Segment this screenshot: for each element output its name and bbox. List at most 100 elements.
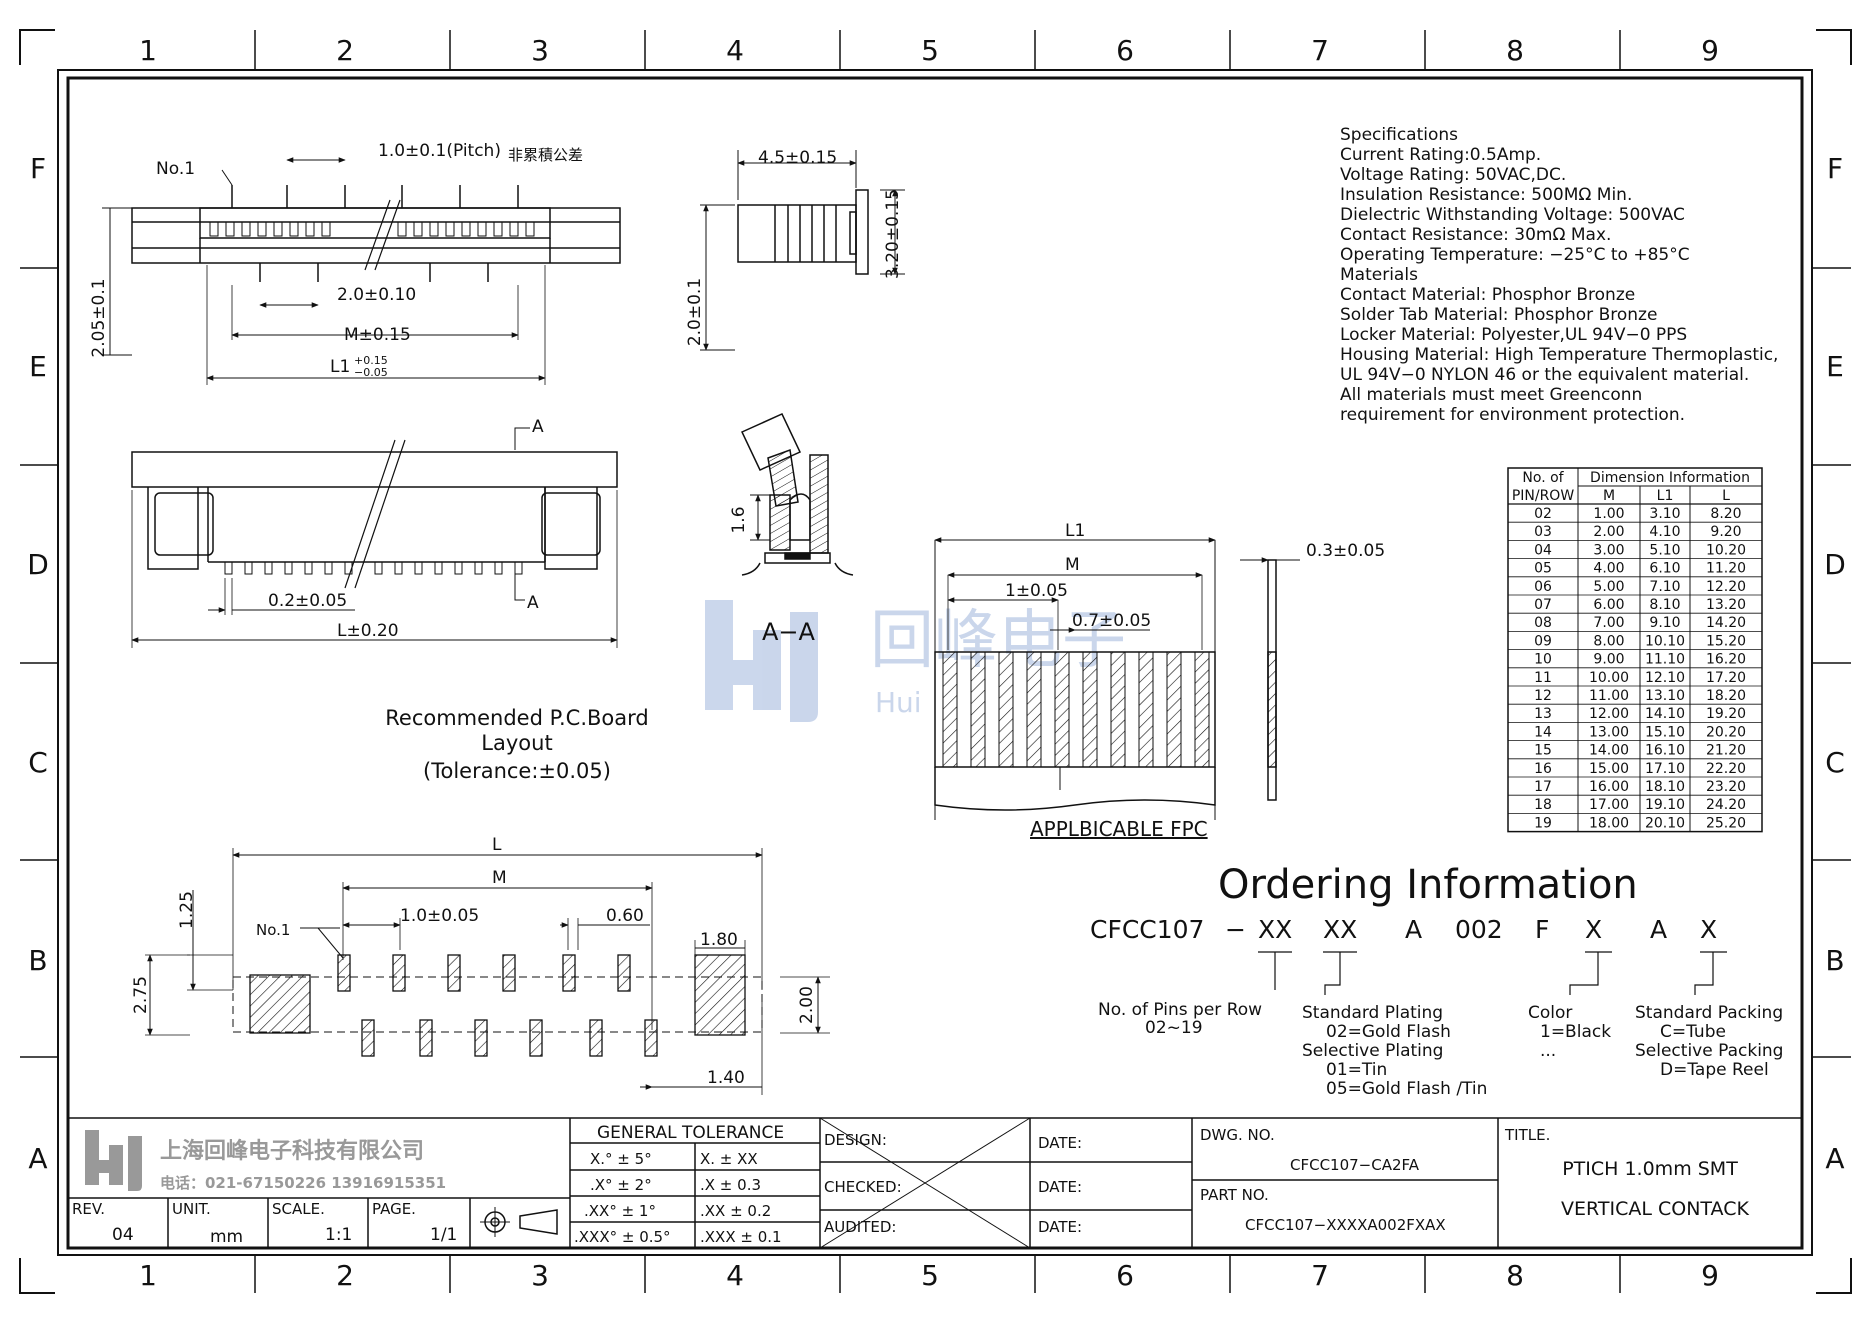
spec-line: Dielectric Withstanding Voltage: 500VAC <box>1340 205 1685 225</box>
table-header-pins: PIN/ROW <box>1512 488 1575 504</box>
pcb-pad-width: 0.60 <box>606 906 644 926</box>
pcb-h3: 2.00 <box>797 986 817 1024</box>
table-cell: 13.10 <box>1645 688 1685 704</box>
col-label: 7 <box>1311 34 1329 67</box>
table-cell: 10.10 <box>1645 633 1685 649</box>
col-label: 8 <box>1506 34 1524 67</box>
date-label: DATE: <box>1038 1218 1082 1236</box>
fpc-labels: L1 M 1±0.05 0.7±0.05 0.3±0.05 APPLBICABL… <box>1005 521 1385 841</box>
code-part: − <box>1225 915 1246 944</box>
company-name: 上海回峰电子科技有限公司 <box>160 1138 424 1164</box>
code-part: 002 <box>1455 915 1503 944</box>
table-cell: 17.00 <box>1589 797 1629 813</box>
ordering-legends: No. of Pins per Row 02~19 Standard Plati… <box>1098 1000 1783 1099</box>
col-label: 1 <box>139 1259 157 1292</box>
section-dim: 1.6 <box>729 506 749 533</box>
table-cell: 3.00 <box>1593 542 1624 558</box>
table-cell: 05 <box>1534 561 1552 577</box>
date-label: DATE: <box>1038 1178 1082 1196</box>
width-dim: 4.5±0.15 <box>758 148 837 168</box>
table-cell: 9.10 <box>1649 615 1680 631</box>
row-label: D <box>27 548 49 581</box>
fpc-thickness: 0.3±0.05 <box>1306 541 1385 561</box>
height-dim: 2.05±0.1 <box>89 278 109 357</box>
spec-line: Operating Temperature: −25°C to +85°C <box>1340 245 1690 265</box>
fpc-caption: APPLBICABLE FPC <box>1030 817 1208 841</box>
side-view <box>700 150 905 351</box>
fpc-view <box>934 537 1300 820</box>
table-cell: 17.20 <box>1706 670 1746 686</box>
tolerance-angle: .XXX° ± 0.5° <box>574 1228 671 1246</box>
col-label: 6 <box>1116 1259 1134 1292</box>
section-mark-a-bottom: A <box>527 593 539 613</box>
table-cell: 15.00 <box>1589 761 1629 777</box>
table-cell: 12.10 <box>1645 670 1685 686</box>
table-cell: 21.20 <box>1706 743 1746 759</box>
tolerance-angle: X.° ± 5° <box>590 1150 652 1168</box>
table-cell: 2.00 <box>1593 524 1624 540</box>
specifications: Specifications Current Rating:0.5Amp. Vo… <box>1340 125 1778 425</box>
table-cell: 23.20 <box>1706 779 1746 795</box>
table-cell: 04 <box>1534 542 1552 558</box>
row-label: E <box>1826 350 1844 383</box>
part-no-value: CFCC107−XXXXA002FXAX <box>1245 1216 1446 1234</box>
base-dim: 2.0±0.1 <box>685 278 705 346</box>
row-label: B <box>1825 944 1844 977</box>
table-cell: 8.10 <box>1649 597 1680 613</box>
watermark-logo <box>705 600 818 722</box>
code-part: X <box>1585 915 1602 944</box>
pins-legend: No. of Pins per Row <box>1098 1000 1262 1020</box>
company-logo: 上海回峰电子科技有限公司 电话：021-67150226 13916915351 <box>85 1130 446 1192</box>
pcb-layout <box>145 848 830 1095</box>
title-line: PTICH 1.0mm SMT <box>1562 1158 1738 1180</box>
pin-spacing-dim: 2.0±0.10 <box>337 285 416 305</box>
fpc-pitch: 1±0.05 <box>1005 581 1068 601</box>
table-cell: 20.20 <box>1706 724 1746 740</box>
packing-legend: Standard Packing <box>1635 1003 1783 1023</box>
plating-legend: Selective Plating <box>1302 1041 1443 1061</box>
code-part: A <box>1650 915 1667 944</box>
table-cell: 25.20 <box>1706 815 1746 831</box>
plating-legend: 01=Tin <box>1326 1060 1387 1080</box>
unit-label: UNIT. <box>172 1200 211 1218</box>
table-cell: 16.00 <box>1589 779 1629 795</box>
table-cell: 15.20 <box>1706 633 1746 649</box>
col-label: 1 <box>139 34 157 67</box>
table-header-col: L1 <box>1657 488 1674 504</box>
pcb-title-line: Layout <box>481 731 552 755</box>
col-label: 3 <box>531 1259 549 1292</box>
table-cell: 17.10 <box>1645 761 1685 777</box>
table-cell: 12 <box>1534 688 1552 704</box>
table-cell: 11.00 <box>1589 688 1629 704</box>
title-line: VERTICAL CONTACK <box>1561 1198 1749 1220</box>
spec-line: Insulation Resistance: 500MΩ Min. <box>1340 185 1632 205</box>
table-header-col: M <box>1603 488 1615 504</box>
ordering-leaders <box>1258 951 1727 995</box>
table-cell: 3.10 <box>1649 506 1680 522</box>
inner-frame <box>66 76 1804 1250</box>
code-part: XX <box>1258 915 1292 944</box>
tolerance-linear: X. ± XX <box>700 1150 758 1168</box>
table-cell: 15 <box>1534 743 1552 759</box>
col-label: 8 <box>1506 1259 1524 1292</box>
row-label: B <box>28 944 47 977</box>
code-part: F <box>1535 915 1549 944</box>
row-labels-left: F E D C B A <box>27 152 49 1175</box>
table-cell: 17 <box>1534 779 1552 795</box>
spec-line: Voltage Rating: 50VAC,DC. <box>1340 165 1566 185</box>
ordering-title: Ordering Information <box>1218 862 1638 908</box>
table-cell: 13 <box>1534 706 1552 722</box>
title-block-text: REV. 04 UNIT. mm SCALE. 1:1 PAGE. 1/1 GE… <box>72 1123 1749 1247</box>
color-legend: Color <box>1528 1003 1572 1023</box>
col-label: 2 <box>336 1259 354 1292</box>
spec-line: UL 94V−0 NYLON 46 or the equivalent mate… <box>1340 365 1749 385</box>
table-cell: 10 <box>1534 652 1552 668</box>
table-cell: 7.10 <box>1649 579 1680 595</box>
table-header-group: Dimension Information <box>1590 470 1750 486</box>
title-block <box>68 1117 1802 1249</box>
front-contacts <box>209 221 535 237</box>
section-mark-a-top: A <box>532 417 544 437</box>
pcb-layout-labels: L M No.1 1.0±0.05 0.60 1.80 1.25 2.75 2.… <box>131 835 817 1088</box>
code-part: A <box>1405 915 1422 944</box>
table-cell: 18 <box>1534 797 1552 813</box>
